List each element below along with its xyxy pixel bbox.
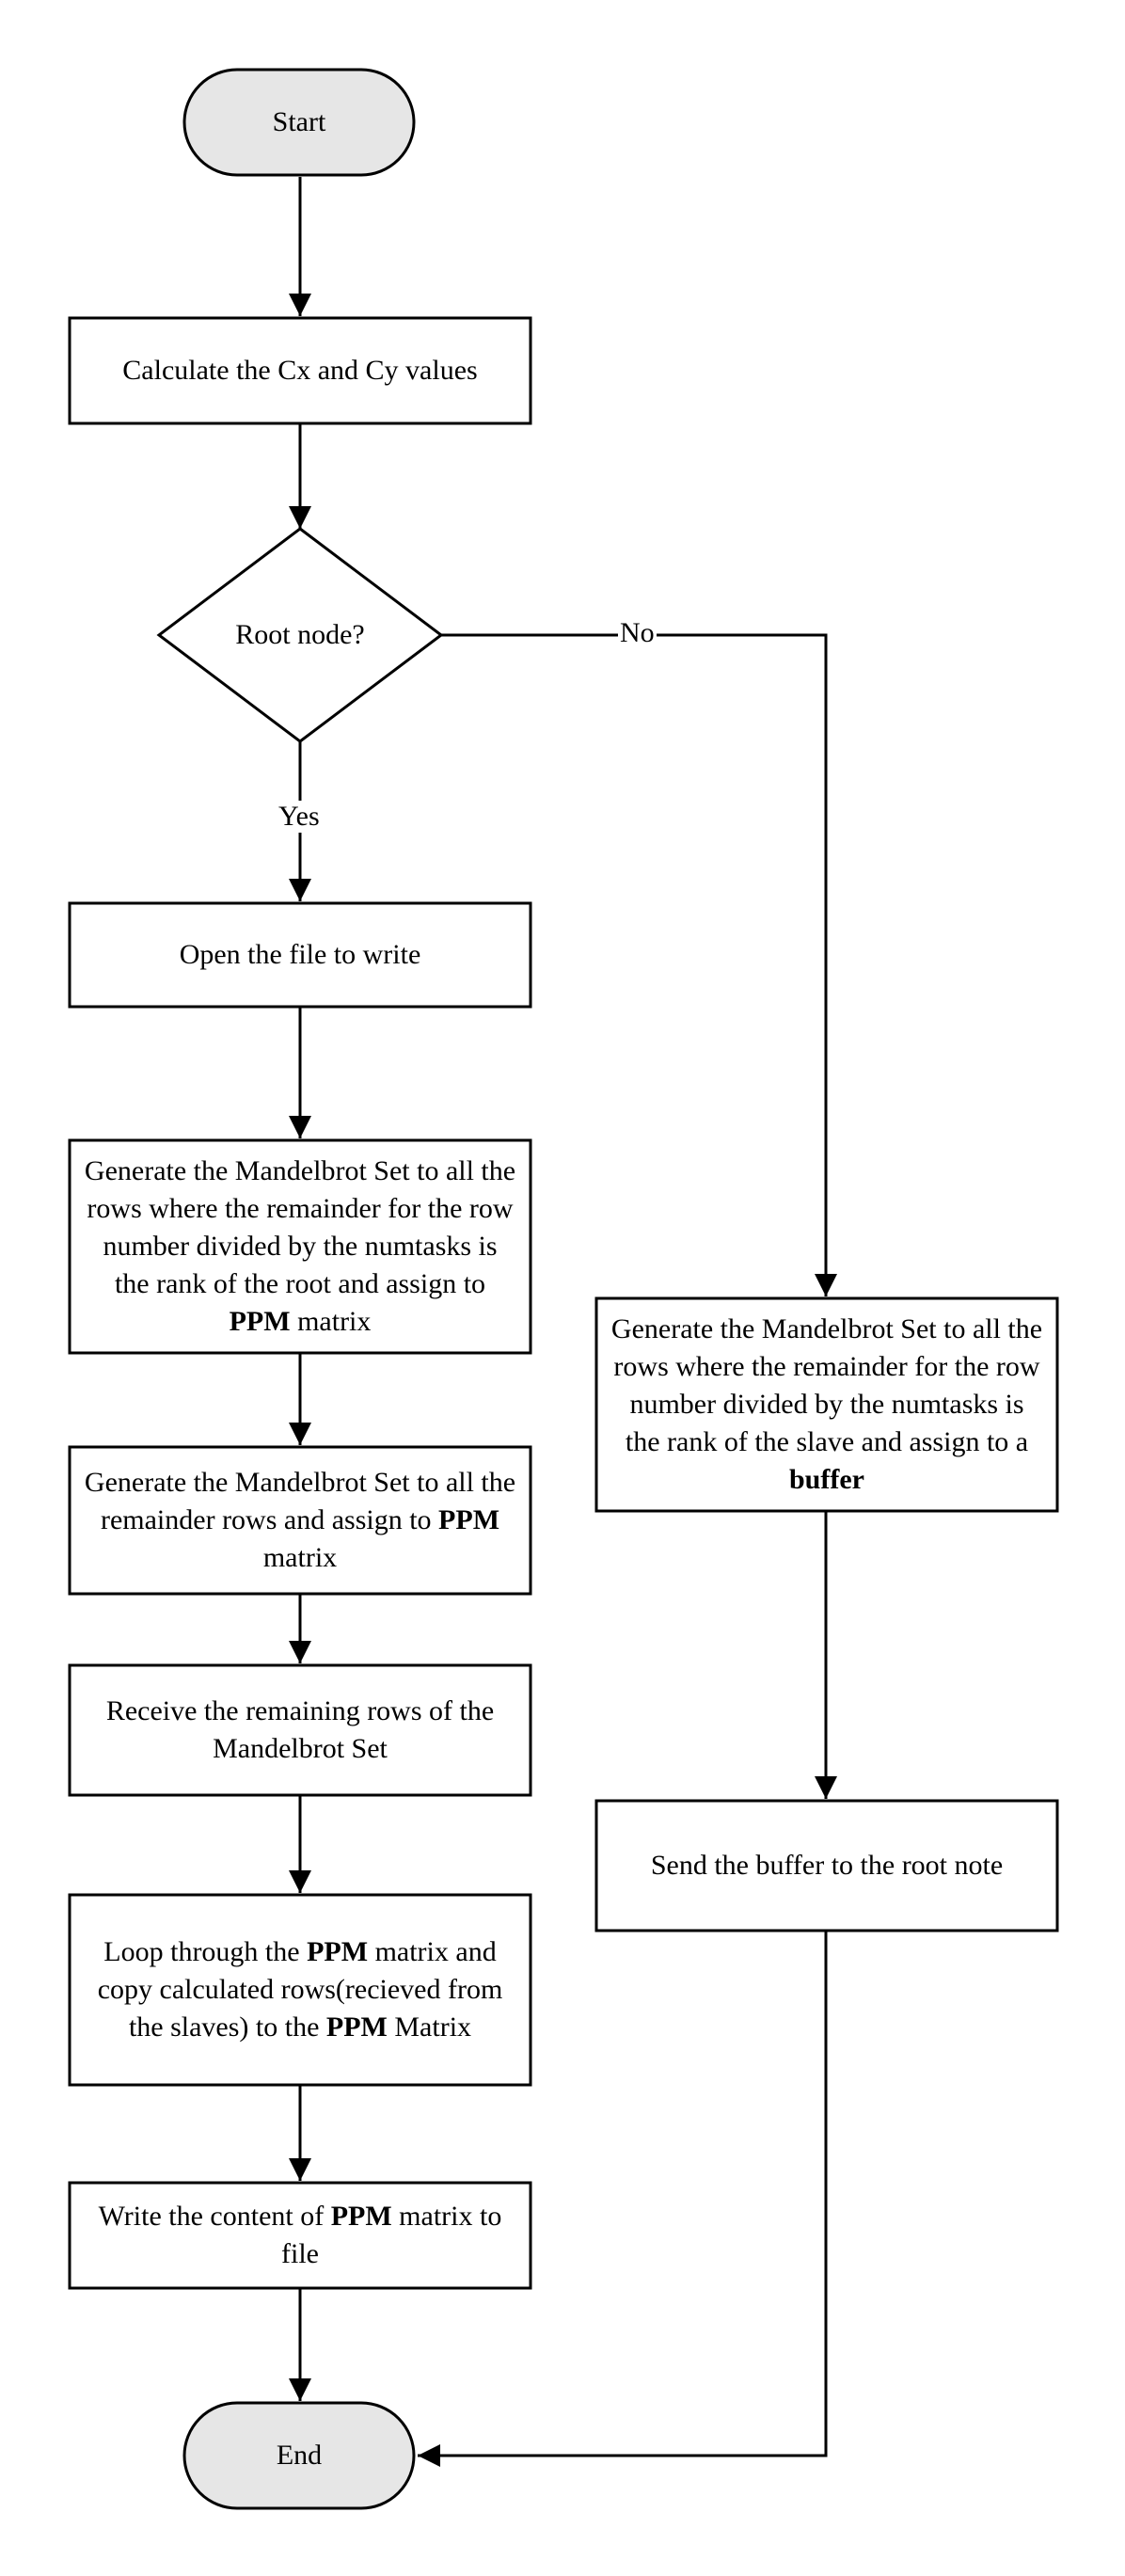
loop-label: Loop through the PPM matrix and copy cal…	[97, 1936, 503, 2043]
decision-diamond	[156, 527, 444, 743]
ppm-keyword: PPM	[330, 2201, 392, 2232]
open-file-box	[68, 901, 532, 1009]
gen-slave-box	[594, 1296, 1059, 1513]
send-box	[594, 1799, 1059, 1932]
no-edge-label: No	[618, 617, 657, 649]
buffer-keyword: buffer	[789, 1464, 864, 1495]
calc-box	[68, 316, 532, 425]
loop-box	[68, 1893, 532, 2087]
open-file-label: Open the file to write	[179, 939, 421, 970]
ppm-keyword: PPM	[325, 2012, 388, 2043]
receive-box	[68, 1663, 532, 1797]
write-label: Write the content of PPM matrix to file	[98, 2201, 502, 2269]
gen-remainder-box	[68, 1445, 532, 1596]
send-label: Send the buffer to the root note	[650, 1850, 1004, 1881]
start-terminal-shape	[182, 68, 416, 177]
edge-send-end	[418, 1931, 828, 2467]
end-terminal-shape	[182, 2401, 416, 2510]
yes-edge-label: Yes	[277, 801, 322, 833]
receive-label: Receive the remaining rows of the Mandel…	[105, 1695, 495, 1764]
start-label: Start	[272, 106, 326, 137]
ppm-keyword: PPM	[307, 1936, 369, 1967]
edge-decision-genslave	[441, 633, 837, 1296]
end-label: End	[276, 2440, 323, 2471]
gen-root-box	[68, 1138, 532, 1355]
gen-remainder-label: Generate the Mandelbrot Set to all the r…	[84, 1467, 516, 1573]
write-box	[68, 2181, 532, 2290]
decision-label: Root node?	[235, 619, 365, 650]
ppm-keyword: PPM	[229, 1306, 291, 1337]
gen-root-label: Generate the Mandelbrot Set to all the r…	[84, 1155, 516, 1337]
calc-label: Calculate the Cx and Cy values	[122, 355, 478, 386]
ppm-keyword: PPM	[438, 1504, 500, 1535]
gen-slave-label: Generate the Mandelbrot Set to all the r…	[610, 1313, 1043, 1495]
